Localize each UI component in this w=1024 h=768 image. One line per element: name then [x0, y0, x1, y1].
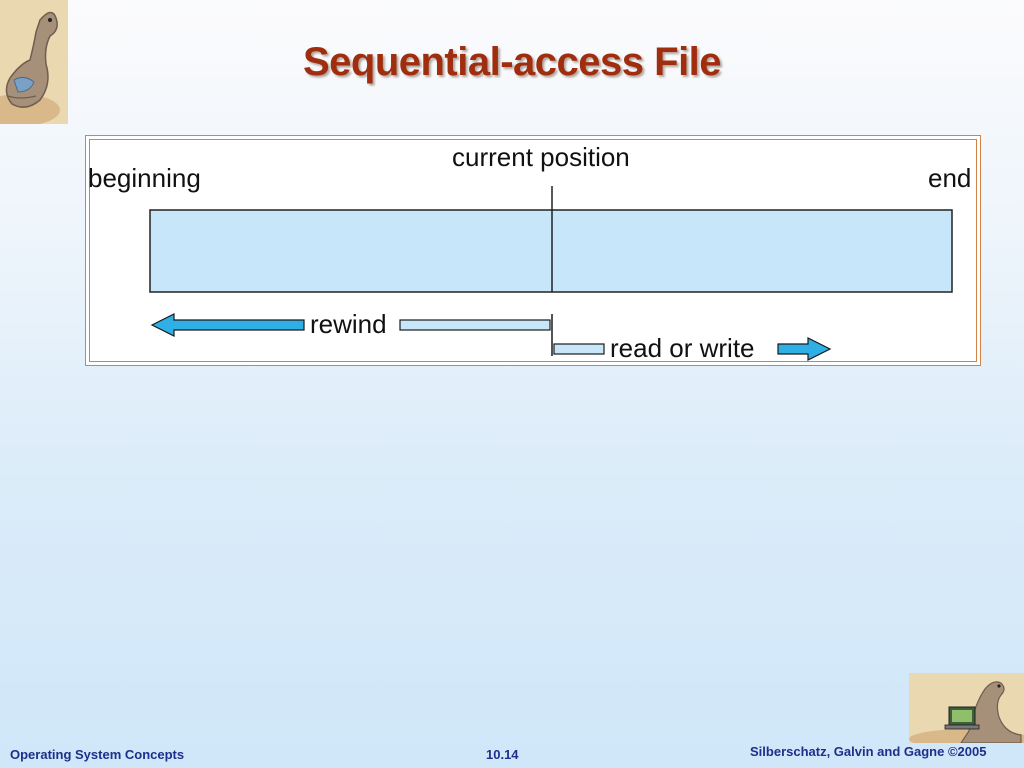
footer-book-title: Operating System Concepts [10, 747, 185, 762]
page-title: Sequential-access File [302, 40, 722, 84]
beginning-label: beginning [88, 163, 201, 193]
rewind-label: rewind [310, 309, 387, 339]
diagram-frame-inner-border [89, 139, 977, 362]
file-bar [149, 209, 953, 293]
diagram-frame: beginning current position end rewind re… [85, 135, 981, 366]
dinosaur-computer-icon [909, 673, 1024, 743]
read-or-write-label: read or write [610, 333, 755, 363]
rewind-connector [399, 319, 551, 331]
read-write-arrow-icon [777, 337, 832, 361]
end-label: end [928, 163, 971, 193]
footer-slide-number: 10.14 [486, 747, 519, 762]
dinosaur-logo-icon [0, 0, 68, 124]
footer-copyright: Silberschatz, Galvin and Gagne ©2005 [750, 744, 987, 759]
current-position-label: current position [452, 142, 630, 172]
read-write-connector [553, 343, 605, 355]
rewind-arrow-icon [150, 313, 305, 337]
sequential-access-diagram: beginning current position end rewind re… [88, 142, 971, 363]
